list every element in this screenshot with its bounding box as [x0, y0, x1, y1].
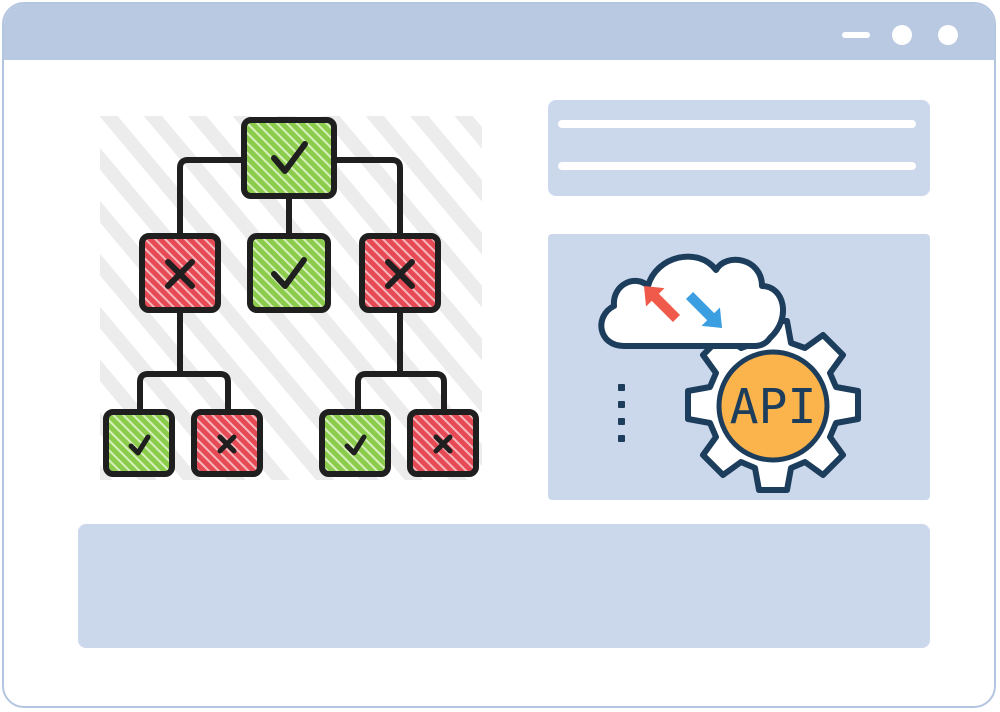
maximize-icon[interactable] — [892, 25, 912, 45]
text-placeholder-line — [558, 162, 916, 170]
text-placeholder-line — [558, 120, 916, 128]
bottom-placeholder-card — [78, 524, 930, 648]
gear-icon — [685, 318, 861, 493]
cross-icon — [165, 259, 195, 289]
vertical-dots-icon — [618, 384, 625, 442]
cross-icon — [217, 434, 237, 454]
tree-node-level2-right — [359, 233, 441, 313]
checkmark-icon — [128, 434, 151, 456]
api-illustration-card: API — [548, 234, 930, 500]
tree-node-level3-1 — [103, 409, 175, 477]
minimize-icon[interactable] — [842, 32, 870, 38]
decision-tree-illustration — [96, 112, 486, 484]
checkmark-icon — [344, 434, 367, 456]
api-label: API — [730, 379, 817, 435]
text-placeholder-card — [548, 100, 930, 196]
tree-node-root — [241, 117, 337, 199]
tree-node-level3-3 — [319, 409, 391, 477]
tree-node-level3-4 — [407, 409, 479, 477]
tree-node-level3-2 — [191, 409, 263, 477]
close-icon[interactable] — [938, 25, 958, 45]
sync-arrows-icon — [643, 285, 723, 329]
cross-icon — [433, 434, 453, 454]
cross-icon — [385, 259, 415, 289]
window-titlebar — [4, 4, 994, 60]
tree-node-level2-middle — [247, 233, 331, 313]
tree-node-level2-left — [139, 233, 221, 313]
checkmark-icon — [271, 141, 308, 174]
checkmark-icon — [271, 257, 307, 289]
tree-connectors — [137, 157, 447, 415]
